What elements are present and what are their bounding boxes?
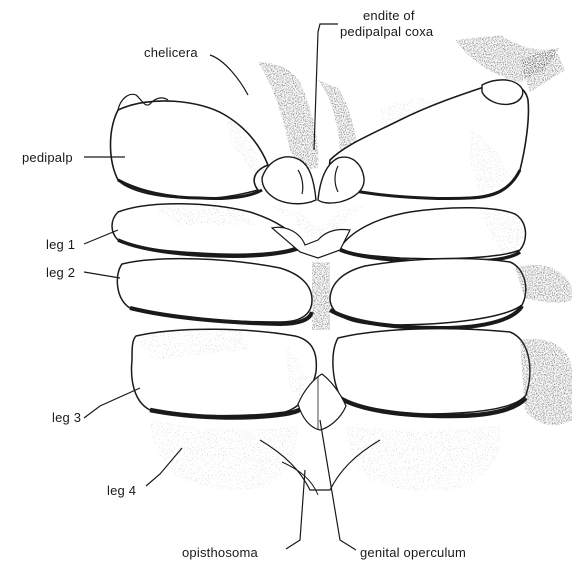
- label-pedipalp: pedipalp: [22, 150, 73, 165]
- leg3-coxa-shapes: [132, 329, 572, 426]
- label-leg-2: leg 2: [46, 265, 75, 280]
- label-opisthosoma: opisthosoma: [182, 545, 258, 560]
- label-chelicera: chelicera: [144, 45, 198, 60]
- label-endite: endite of: [363, 8, 415, 23]
- label-endite-line2: pedipalpal coxa: [340, 24, 433, 39]
- label-leg-3: leg 3: [52, 410, 81, 425]
- label-leg-1: leg 1: [46, 237, 75, 252]
- label-genital-operculum: genital operculum: [360, 545, 466, 560]
- opisthosoma-shapes: [150, 420, 501, 495]
- label-leg-4: leg 4: [107, 483, 136, 498]
- leg2-coxa-shapes: [117, 259, 572, 330]
- left-pedipalp-shape: [111, 94, 273, 198]
